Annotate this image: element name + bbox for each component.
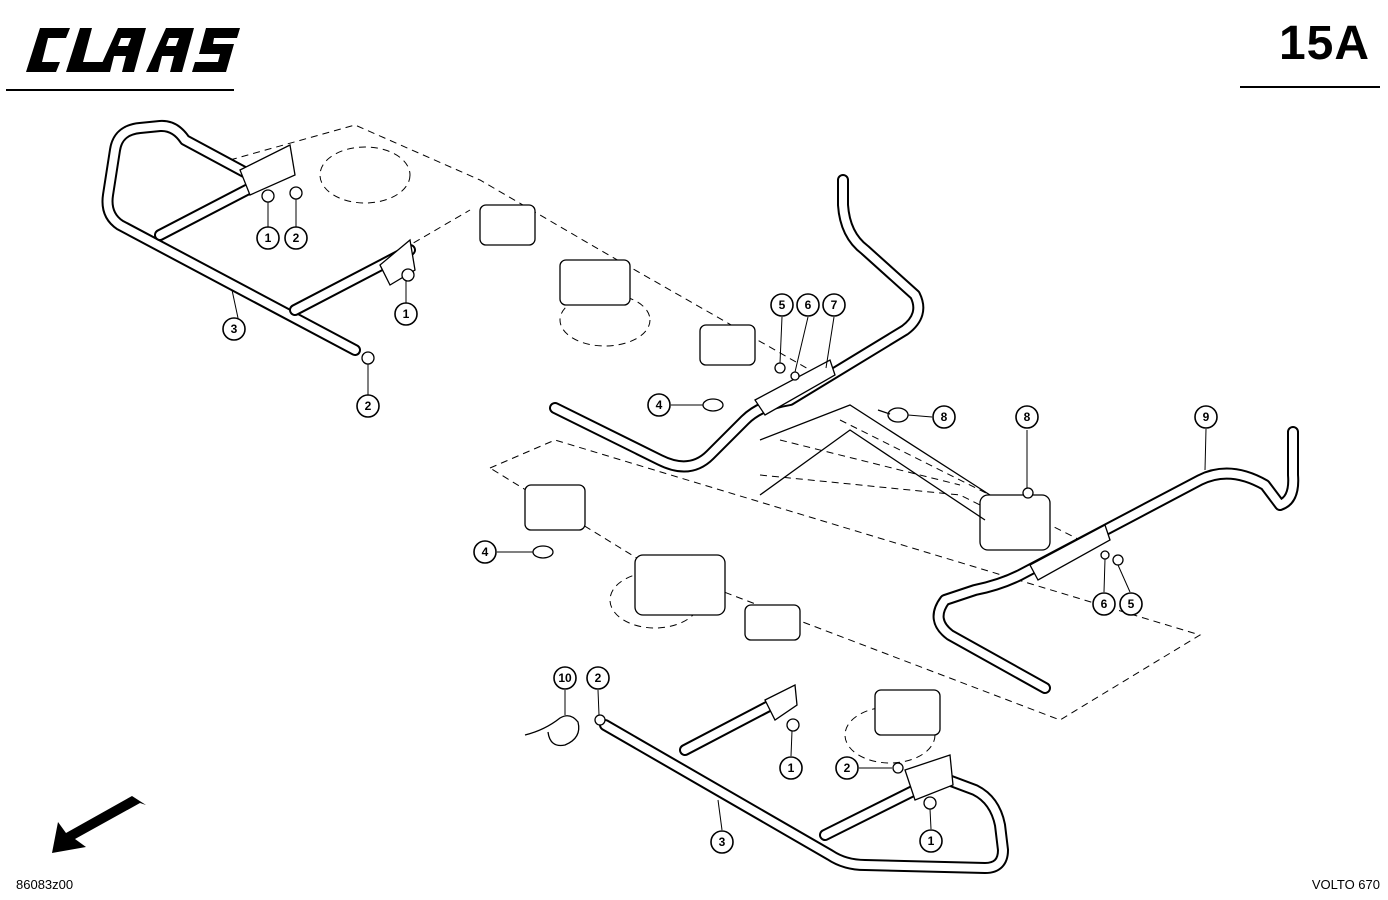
header-rule-left bbox=[6, 89, 234, 91]
svg-text:5: 5 bbox=[1128, 597, 1135, 611]
callout: 1 bbox=[256, 226, 280, 250]
callout: 2 bbox=[356, 394, 380, 418]
claas-logo bbox=[26, 28, 240, 72]
drawing-number: 86083z00 bbox=[16, 877, 74, 892]
svg-text:2: 2 bbox=[365, 399, 372, 413]
right-bent-tube bbox=[932, 426, 1300, 694]
svg-text:7: 7 bbox=[831, 298, 838, 312]
orientation-arrow-icon bbox=[52, 796, 146, 853]
callout: 7 bbox=[822, 293, 846, 317]
callout: 1 bbox=[779, 756, 803, 780]
header-rule-right bbox=[1240, 86, 1380, 88]
svg-text:4: 4 bbox=[656, 398, 663, 412]
callout: 3 bbox=[710, 830, 734, 854]
callout: 5 bbox=[1119, 592, 1143, 616]
svg-text:8: 8 bbox=[1024, 410, 1031, 424]
svg-text:1: 1 bbox=[265, 231, 272, 245]
svg-text:5: 5 bbox=[779, 298, 786, 312]
svg-text:6: 6 bbox=[1101, 597, 1108, 611]
callout: 6 bbox=[796, 293, 820, 317]
svg-text:8: 8 bbox=[941, 410, 948, 424]
svg-text:2: 2 bbox=[844, 761, 851, 775]
callout: 2 bbox=[586, 666, 610, 690]
svg-text:3: 3 bbox=[719, 835, 726, 849]
callout: 4 bbox=[473, 540, 497, 564]
callout: 2 bbox=[284, 226, 308, 250]
callout: 1 bbox=[919, 829, 943, 853]
svg-text:2: 2 bbox=[595, 671, 602, 685]
lower-frame bbox=[599, 683, 1009, 874]
svg-text:1: 1 bbox=[928, 834, 935, 848]
model-name: VOLTO 670 bbox=[1311, 877, 1380, 892]
callout: 10 bbox=[553, 666, 577, 690]
upper-frame bbox=[101, 119, 416, 356]
svg-text:10: 10 bbox=[558, 671, 572, 685]
svg-text:2: 2 bbox=[293, 231, 300, 245]
middle-bent-tube bbox=[549, 174, 925, 473]
callout: 8 bbox=[932, 405, 956, 429]
gearbox-assemblies bbox=[479, 204, 1051, 736]
page-number: 15A bbox=[1278, 17, 1370, 70]
callout-leaders bbox=[231, 199, 1207, 831]
callout: 9 bbox=[1194, 405, 1218, 429]
svg-text:3: 3 bbox=[231, 322, 238, 336]
callout: 6 bbox=[1092, 592, 1116, 616]
svg-text:6: 6 bbox=[805, 298, 812, 312]
svg-text:1: 1 bbox=[403, 307, 410, 321]
callout: 1 bbox=[394, 302, 418, 326]
callout: 3 bbox=[222, 317, 246, 341]
svg-text:4: 4 bbox=[482, 545, 489, 559]
svg-text:1: 1 bbox=[788, 761, 795, 775]
callout: 8 bbox=[1015, 405, 1039, 429]
callout: 5 bbox=[770, 293, 794, 317]
callout: 2 bbox=[835, 756, 859, 780]
svg-text:9: 9 bbox=[1203, 410, 1210, 424]
callout: 4 bbox=[647, 393, 671, 417]
